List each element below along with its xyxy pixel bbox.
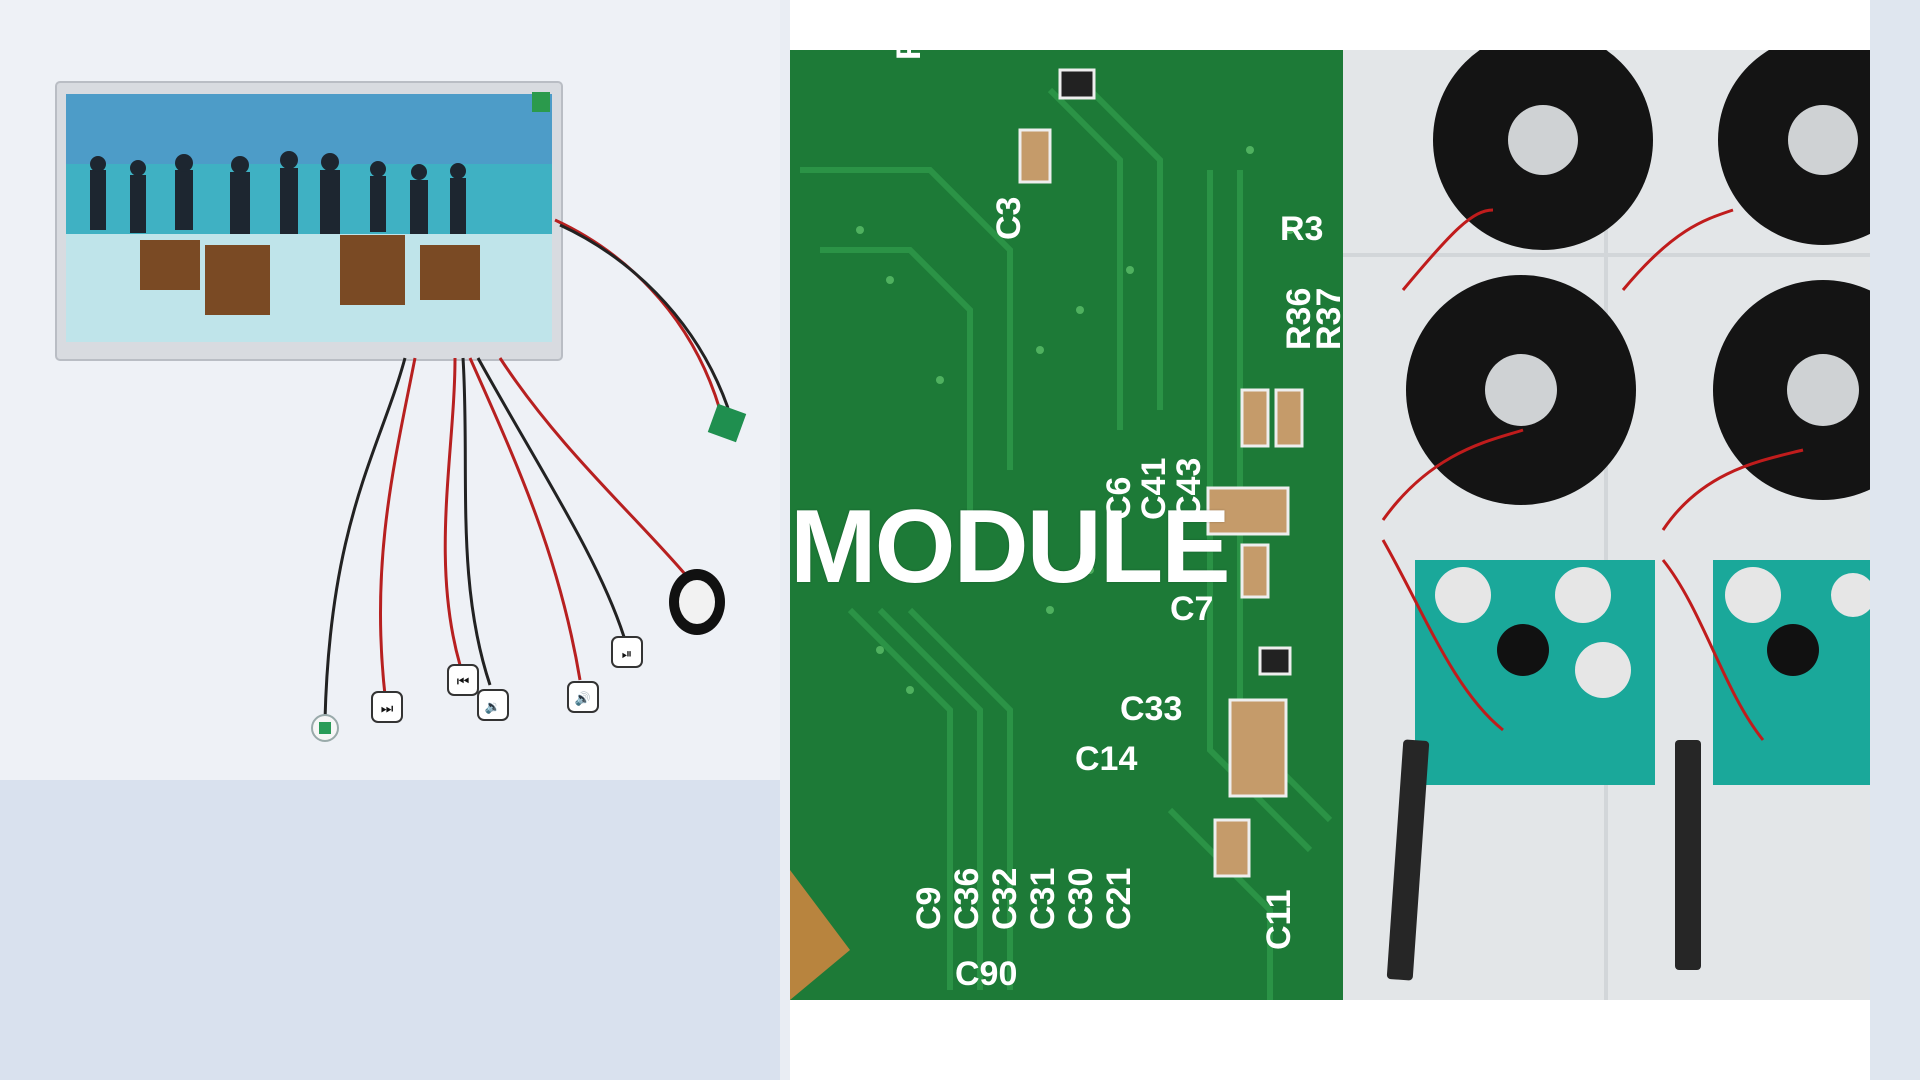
- silkscreen-c3: C3: [990, 196, 1028, 240]
- silkscreen-c31: C31: [1024, 867, 1062, 930]
- silkscreen-r10: R10: [890, 50, 929, 60]
- button-play-pause: ⏯: [611, 636, 643, 668]
- overlay-caption: MODULE: [790, 489, 1231, 605]
- svg-text:🔊: 🔊: [575, 690, 591, 707]
- divider: [780, 0, 792, 1080]
- silkscreen-c43: C43: [1170, 457, 1208, 520]
- silkscreen-r37: R37: [1310, 287, 1343, 350]
- svg-text:⏭: ⏭: [381, 701, 394, 717]
- svg-text:⏮: ⏮: [457, 674, 470, 690]
- svg-text:🔉: 🔉: [485, 700, 501, 715]
- silkscreen-c36: C36: [948, 867, 986, 930]
- sound-modules-photo: [1343, 50, 1870, 1000]
- button-previous: ⏮: [447, 664, 479, 696]
- silkscreen-c30: C30: [1062, 867, 1100, 930]
- silkscreen-c14: C14: [1075, 740, 1138, 778]
- silkscreen-c21: C21: [1100, 867, 1138, 930]
- silkscreen-c33: C33: [1120, 690, 1183, 728]
- silkscreen-c41: C41: [1135, 457, 1173, 520]
- speaker-1: [1433, 50, 1653, 250]
- button-next: ⏭: [371, 691, 403, 723]
- button-volume-down: 🔉: [477, 689, 509, 721]
- speaker-4: [1713, 280, 1870, 500]
- svg-text:⏯: ⏯: [622, 647, 632, 662]
- silkscreen-r3: R3: [1280, 210, 1324, 248]
- silkscreen-c7: C7: [1170, 590, 1214, 628]
- right-edge: [1870, 0, 1920, 1080]
- lower-background: [0, 780, 790, 1080]
- silkscreen-c32: C32: [986, 867, 1024, 930]
- silkscreen-c11: C11: [1260, 889, 1298, 951]
- speaker-3: [1406, 275, 1636, 505]
- lcd-module-photo: ⏭ ⏮ 🔉 🔊 ⏯: [0, 0, 790, 780]
- silkscreen-c90: C90: [955, 955, 1018, 993]
- button-volume-up: 🔊: [567, 681, 599, 713]
- silkscreen-c6: C6: [1100, 476, 1138, 520]
- pcb-closeup-photo: MODULE R10 C3 R36 R37 C6 C41 C43 C7 C33 …: [790, 50, 1343, 1000]
- speaker-2: [1718, 50, 1870, 245]
- silkscreen-c9: C9: [910, 886, 948, 930]
